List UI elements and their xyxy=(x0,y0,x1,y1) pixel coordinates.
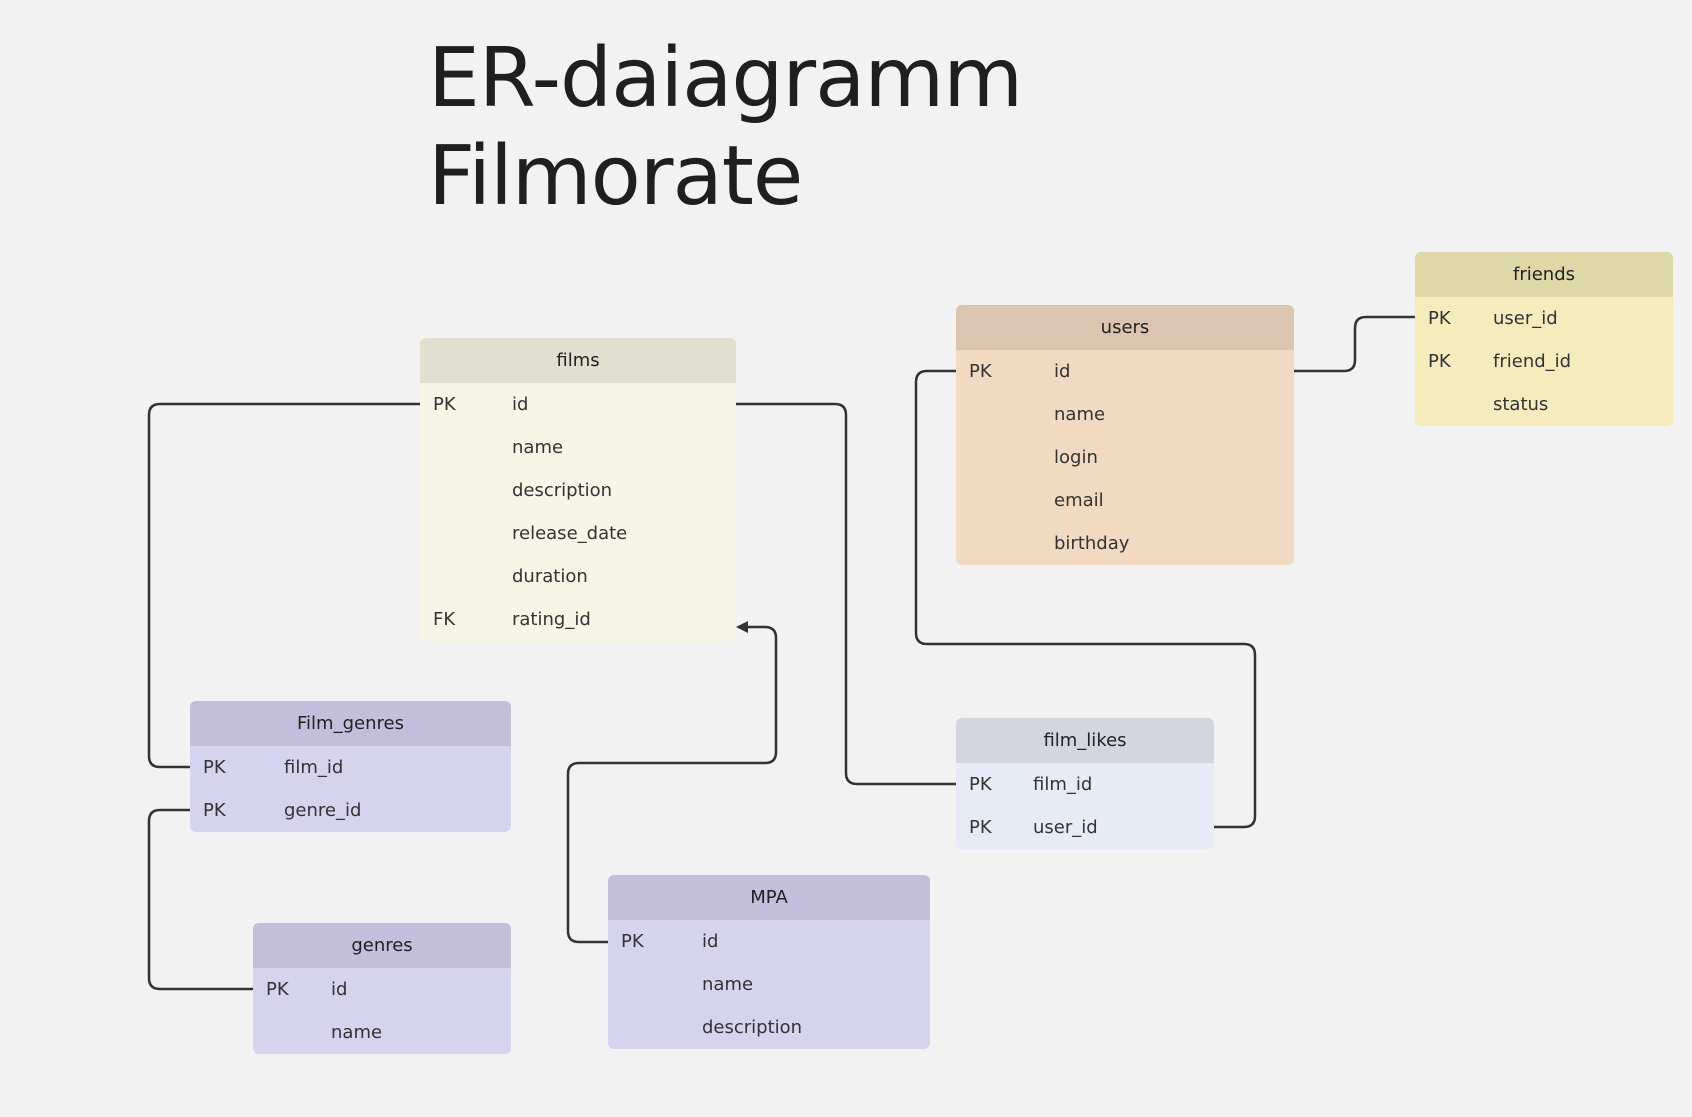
field-name: user_id xyxy=(1033,817,1098,838)
key-label: PK xyxy=(969,817,992,838)
entity-row: birthday xyxy=(956,522,1294,565)
field-name: description xyxy=(702,1017,803,1038)
entity-row: PK id xyxy=(253,968,511,1011)
key-label: PK xyxy=(203,800,226,821)
field-name: genre_id xyxy=(284,800,362,821)
key-label: FK xyxy=(433,609,456,630)
entity-row: PK friend_id xyxy=(1415,340,1673,383)
field-name: id xyxy=(702,931,719,952)
entity-row: PK id xyxy=(956,350,1294,393)
entity-row: PK film_id xyxy=(956,763,1214,806)
entity-row: name xyxy=(956,393,1294,436)
field-name: name xyxy=(512,437,564,458)
entity-row: description xyxy=(420,469,736,512)
connector-film-genres-genres[interactable] xyxy=(147,808,253,991)
entity-row: login xyxy=(956,436,1294,479)
field-name: name xyxy=(702,974,754,995)
field-name: birthday xyxy=(1054,533,1130,554)
field-name: email xyxy=(1054,490,1104,511)
field-name: rating_id xyxy=(512,609,591,630)
field-name: id xyxy=(331,979,348,1000)
entity-header: film_likes xyxy=(956,718,1214,763)
field-name: id xyxy=(512,394,529,415)
key-label: PK xyxy=(203,757,226,778)
entity-row: PK film_id xyxy=(190,746,511,789)
key-label: PK xyxy=(433,394,456,415)
entity-header: Film_genres xyxy=(190,701,511,746)
field-name: login xyxy=(1054,447,1098,468)
entity-header: users xyxy=(956,305,1294,350)
key-label: PK xyxy=(969,774,992,795)
entity-row: PK user_id xyxy=(956,806,1214,849)
entity-row: PK id xyxy=(420,383,736,426)
key-label: PK xyxy=(1428,308,1451,329)
field-name: name xyxy=(1054,404,1106,425)
connector-users-friends[interactable] xyxy=(1294,315,1415,373)
field-name: film_id xyxy=(284,757,344,778)
entity-row: PK user_id xyxy=(1415,297,1673,340)
field-name: film_id xyxy=(1033,774,1093,795)
entity-header: films xyxy=(420,338,736,383)
entity-header: friends xyxy=(1415,252,1673,297)
entity-row: description xyxy=(608,1006,930,1049)
entity-row: release_date xyxy=(420,512,736,555)
connector-mpa-films[interactable] xyxy=(566,621,778,944)
entity-row: name xyxy=(253,1011,511,1054)
field-name: release_date xyxy=(512,523,628,544)
entity-row: PK genre_id xyxy=(190,789,511,832)
connector-films-film-genres[interactable] xyxy=(147,402,420,769)
field-name: user_id xyxy=(1493,308,1558,329)
connector-users-film-likes[interactable] xyxy=(914,369,1257,829)
diagram-title: ER-daiagramm Filmorate xyxy=(428,30,1023,226)
entity-row: duration xyxy=(420,555,736,598)
entity-header: genres xyxy=(253,923,511,968)
entity-header: MPA xyxy=(608,875,930,920)
entity-row: FK rating_id xyxy=(420,598,736,641)
connector-films-film-likes[interactable] xyxy=(736,402,956,786)
field-name: description xyxy=(512,480,613,501)
entity-row: status xyxy=(1415,383,1673,426)
key-label: PK xyxy=(969,361,992,382)
field-name: status xyxy=(1493,394,1549,415)
field-name: friend_id xyxy=(1493,351,1572,372)
diagram-title-line1: ER-daiagramm xyxy=(428,31,1023,126)
entity-mpa[interactable]: MPA PK id name description xyxy=(608,875,930,1049)
key-label: PK xyxy=(1428,351,1451,372)
entity-row: name xyxy=(608,963,930,1006)
entity-row: PK id xyxy=(608,920,930,963)
key-label: PK xyxy=(621,931,644,952)
field-name: name xyxy=(331,1022,383,1043)
field-name: duration xyxy=(512,566,588,587)
entity-row: name xyxy=(420,426,736,469)
entity-row: email xyxy=(956,479,1294,522)
field-name: id xyxy=(1054,361,1071,382)
key-label: PK xyxy=(266,979,289,1000)
diagram-title-line2: Filmorate xyxy=(428,129,803,224)
